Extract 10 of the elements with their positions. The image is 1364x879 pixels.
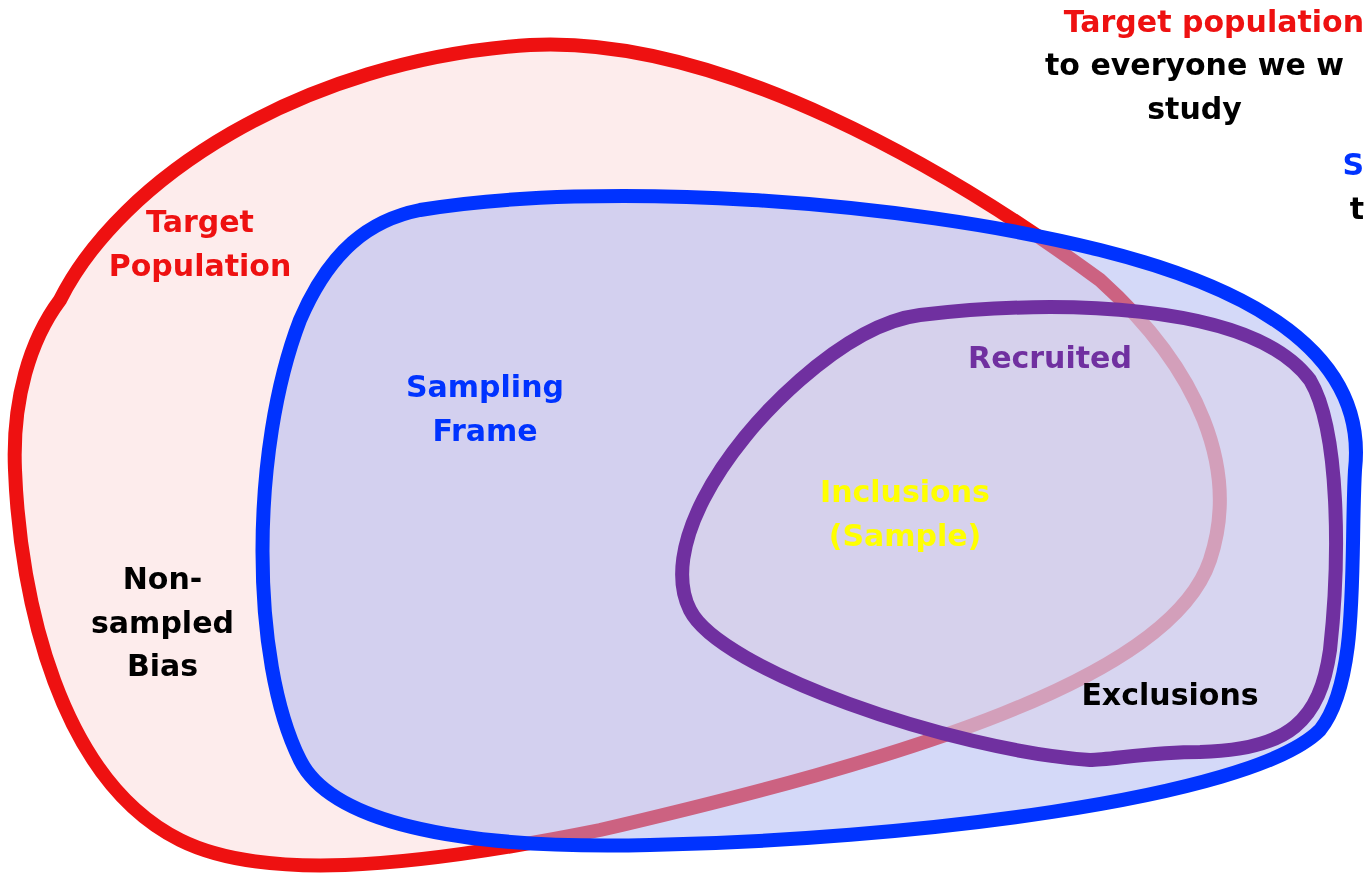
region-label: Inclusions (Sample) (819, 473, 991, 555)
description-text: to everyone we w study (1044, 46, 1345, 128)
cropped-text: t (1348, 190, 1364, 228)
cropped-text: S (1341, 146, 1364, 184)
region-title: Recruited (967, 339, 1133, 377)
region-title: Sampling Frame (405, 368, 565, 450)
region-title: Target Population (107, 203, 293, 285)
region-label: Non-sampled Bias (90, 560, 235, 685)
title-text: Target population (1062, 3, 1364, 41)
region-label: Exclusions (1080, 676, 1260, 714)
